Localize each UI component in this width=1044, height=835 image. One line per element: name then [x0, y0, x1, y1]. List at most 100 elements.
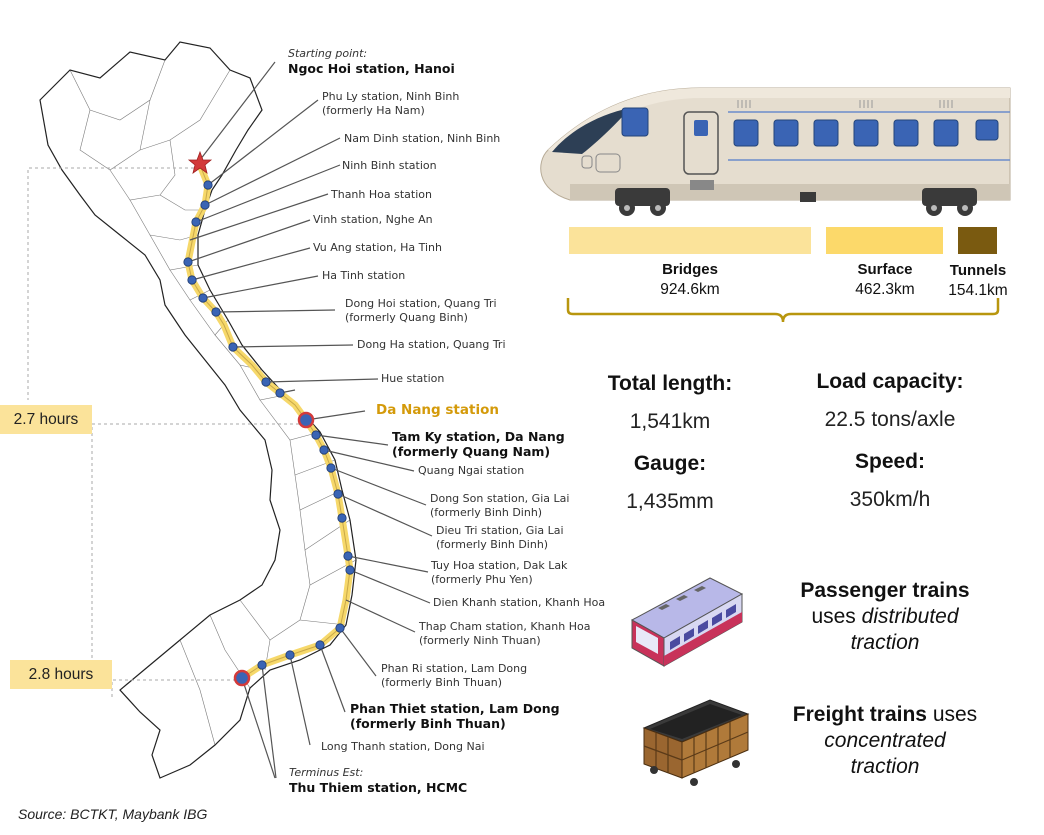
- station-label: Thanh Hoa station: [331, 188, 432, 201]
- leader-line: [305, 410, 366, 421]
- station-dot: [319, 445, 329, 455]
- station-label: Ha Tinh station: [322, 269, 406, 282]
- station-dot: [333, 489, 343, 499]
- leader-line: [289, 654, 311, 746]
- station-dot: [275, 388, 285, 398]
- da-nang-label: Da Nang station: [376, 402, 499, 418]
- leader-line: [347, 555, 429, 573]
- station-dot: [257, 660, 267, 670]
- station-dot: [345, 565, 355, 575]
- end-station-label: Terminus Est: Thu Thiem station, HCMC: [289, 766, 468, 795]
- station-label: Dieu Tri station, Gia Lai(formerly Binh …: [436, 524, 564, 551]
- speed-value: 350km/h: [849, 488, 931, 511]
- station-dot: [261, 377, 271, 387]
- station-label: Ninh Binh station: [342, 159, 437, 172]
- leader-line: [215, 309, 336, 313]
- station-label: Quang Ngai station: [418, 464, 525, 477]
- speed-block: Speed: 350km/h: [790, 450, 990, 512]
- gauge-label: Gauge:: [633, 452, 707, 475]
- passenger-train-icon: [630, 577, 744, 667]
- passenger-trains-text: Passenger trains uses distributed tracti…: [800, 579, 970, 654]
- leader-line: [195, 164, 341, 223]
- station-label: Vu Ang station, Ha Tinh: [313, 241, 442, 254]
- leader-line: [187, 219, 311, 263]
- station-dot: [228, 342, 238, 352]
- station-dot: [191, 217, 201, 227]
- start-star-icon: [187, 150, 213, 174]
- station-label: Nam Dinh station, Ninh Binh: [344, 132, 501, 145]
- load-capacity-block: Load capacity: 22.5 tons/axle: [790, 370, 990, 432]
- station-label: Dong Ha station, Quang Tri: [357, 338, 506, 351]
- leader-line: [261, 664, 277, 779]
- thu-thiem-marker: [233, 669, 251, 687]
- station-dot: [203, 180, 213, 190]
- leader-line: [241, 677, 276, 779]
- high-speed-train-illustration: [540, 87, 1011, 216]
- bridges-bar: [569, 227, 811, 254]
- station-label: Vinh station, Nghe An: [313, 213, 433, 226]
- load-capacity-value: 22.5 tons/axle: [824, 408, 956, 431]
- country-outline: [39, 41, 357, 779]
- station-label: Tuy Hoa station, Dak Lak(formerly Phu Ye…: [431, 559, 568, 586]
- freight-trains-text: Freight trains uses concentrated tractio…: [792, 703, 978, 778]
- leader-line: [265, 378, 379, 383]
- leader-line: [349, 569, 431, 604]
- leader-line: [330, 467, 427, 506]
- station-label: Dong Hoi station, Quang Tri(formerly Qua…: [345, 297, 497, 324]
- speed-label: Speed:: [854, 450, 925, 473]
- leader-line: [189, 193, 329, 241]
- da-nang-marker: [297, 411, 315, 429]
- surface-bar: [826, 227, 943, 254]
- leader-line: [323, 449, 415, 472]
- station-dot: [198, 293, 208, 303]
- leader-line: [232, 344, 354, 348]
- leader-line: [191, 247, 311, 281]
- station-dot: [183, 257, 193, 267]
- gauge-block: Gauge: 1,435mm: [575, 452, 765, 514]
- freight-train-icon: [642, 699, 750, 786]
- leader-line: [202, 275, 319, 299]
- total-length-block: Total length: 1,541km: [575, 372, 765, 434]
- total-length-value: 1,541km: [629, 410, 711, 433]
- station-label-bold: Phan Thiet station, Lam Dong(formerly Bi…: [350, 701, 560, 731]
- leader-line: [204, 137, 341, 206]
- travel-time-2: 2.8 hours: [10, 660, 112, 689]
- leader-line: [199, 61, 276, 161]
- station-label: Dien Khanh station, Khanh Hoa: [433, 596, 606, 609]
- station-label: Long Thanh station, Dong Nai: [321, 740, 485, 753]
- station-dot: [335, 623, 345, 633]
- station-dot: [337, 513, 347, 523]
- travel-time-1: 2.7 hours: [0, 405, 92, 434]
- total-length-label: Total length:: [607, 372, 733, 395]
- leader-line: [339, 627, 377, 677]
- start-station-label: Starting point: Ngoc Hoi station, Hanoi: [288, 47, 455, 76]
- station-dot: [285, 650, 295, 660]
- source-note: Source: BCTKT, Maybank IBG: [18, 806, 208, 822]
- load-capacity-label: Load capacity:: [816, 370, 964, 393]
- leader-line: [207, 99, 319, 186]
- station-label: Phan Ri station, Lam Dong(formerly Binh …: [381, 662, 528, 689]
- station-dot: [187, 275, 197, 285]
- station-label: Dong Son station, Gia Lai(formerly Binh …: [430, 492, 570, 519]
- leader-line: [337, 493, 433, 537]
- station-dot: [311, 430, 321, 440]
- segments-brace: [566, 298, 1000, 323]
- station-label: Hue station: [381, 372, 445, 385]
- gauge-value: 1,435mm: [626, 490, 714, 513]
- station-dot: [315, 640, 325, 650]
- station-label: Phu Ly station, Ninh Binh(formerly Ha Na…: [322, 90, 460, 117]
- station-label-bold: Tam Ky station, Da Nang(formerly Quang N…: [392, 429, 565, 459]
- station-dot: [211, 307, 221, 317]
- station-dot: [343, 551, 353, 561]
- station-label: Thap Cham station, Khanh Hoa(formerly Ni…: [419, 620, 591, 647]
- tunnels-bar: [958, 227, 997, 254]
- station-dot: [200, 200, 210, 210]
- leader-line: [319, 644, 346, 713]
- leader-line: [315, 434, 389, 446]
- station-dot: [326, 463, 336, 473]
- leader-line: [345, 599, 416, 633]
